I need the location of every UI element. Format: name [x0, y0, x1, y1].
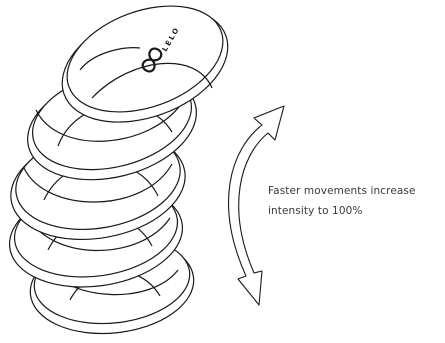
- caption-line-2: intensity to 100%: [268, 201, 416, 221]
- caption-text: Faster movements increase intensity to 1…: [268, 181, 416, 221]
- caption-line-1: Faster movements increase: [268, 181, 416, 201]
